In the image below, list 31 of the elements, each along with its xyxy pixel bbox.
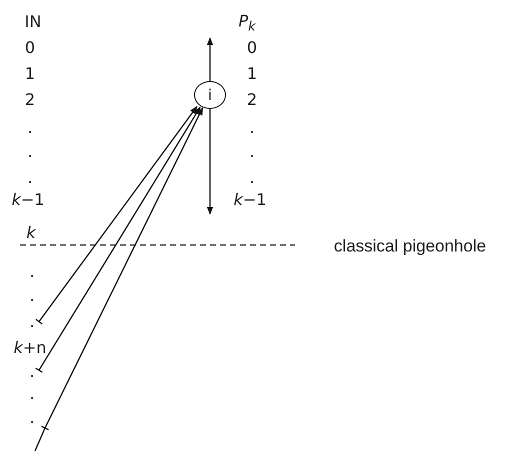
label: . [27,144,33,160]
label: . [29,264,35,280]
label: . [27,170,33,186]
label: IN [24,14,42,30]
label: classical pigeonhole [334,238,486,254]
label: 0 [24,40,36,56]
label: . [29,288,35,304]
arrow [206,37,214,81]
label: 2 [24,92,36,108]
label: k [26,225,36,241]
label: P$_{k}$ [238,14,256,34]
dot: . [27,364,37,380]
label: . [249,144,255,160]
dot: . [27,314,37,330]
label: . [249,170,255,186]
label: 1 [24,66,36,82]
label: 0 [246,40,258,56]
label: k−1 [234,192,266,208]
label: k−1 [12,192,44,208]
arrow [35,106,201,373]
arrow [35,106,198,325]
label: 1 [246,66,258,82]
arrow [206,109,214,215]
label: . [27,120,33,136]
node-circle: i [194,81,226,109]
label: 2 [246,92,258,108]
label: . [29,410,35,426]
label: . [29,386,35,402]
arrow [34,107,204,451]
label: . [249,120,255,136]
label: k+n [14,340,46,356]
